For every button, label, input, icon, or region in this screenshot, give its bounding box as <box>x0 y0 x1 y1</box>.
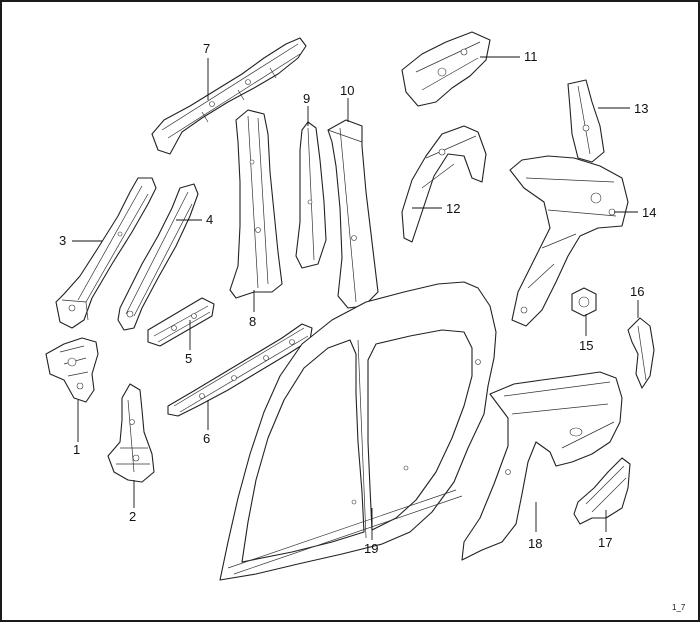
callout-2: 2 <box>129 480 136 524</box>
svg-text:15: 15 <box>579 338 593 353</box>
part-2-pillar-lower-reinforcement <box>107 383 155 483</box>
svg-text:4: 4 <box>206 212 213 227</box>
part-16-rear-end-bracket <box>627 317 655 389</box>
svg-text:16: 16 <box>630 284 644 299</box>
svg-text:9: 9 <box>303 91 310 106</box>
callout-5: 5 <box>185 320 192 366</box>
callout-8: 8 <box>249 290 256 329</box>
part-5-rocker-reinforcement <box>147 297 215 347</box>
svg-text:5: 5 <box>185 351 192 366</box>
part-14-quarter-inner-panel <box>509 155 629 327</box>
part-18-quarter-outer-panel <box>461 371 623 561</box>
svg-text:3: 3 <box>59 233 66 248</box>
svg-text:1: 1 <box>73 442 80 457</box>
callout-4: 4 <box>176 212 213 227</box>
part-9-center-pillar-reinforcement <box>295 121 327 269</box>
svg-text:2: 2 <box>129 509 136 524</box>
part-13-rear-pillar-reinforcement <box>567 79 605 163</box>
callout-13: 13 <box>598 101 648 116</box>
part-1-front-pillar-lower-bracket <box>45 337 99 403</box>
part-4-front-pillar-reinforcement <box>117 183 199 331</box>
part-17-rear-lower-extension <box>573 457 631 525</box>
svg-text:17: 17 <box>598 535 612 550</box>
part-3-front-pillar-inner <box>55 177 157 329</box>
callout-14: 14 <box>614 205 656 220</box>
svg-text:12: 12 <box>446 201 460 216</box>
callout-7: 7 <box>203 41 210 100</box>
part-11-rear-bracket <box>401 31 491 107</box>
part-15-fuel-filler-housing <box>571 287 597 317</box>
callout-15: 15 <box>579 314 593 353</box>
callout-12: 12 <box>412 201 460 216</box>
svg-text:14: 14 <box>642 205 656 220</box>
callout-19: 19 <box>364 508 378 556</box>
svg-text:19: 19 <box>364 541 378 556</box>
part-19-side-body-panel <box>219 281 497 581</box>
svg-text:18: 18 <box>528 536 542 551</box>
svg-text:6: 6 <box>203 431 210 446</box>
callout-18: 18 <box>528 502 542 551</box>
svg-text:7: 7 <box>203 41 210 56</box>
svg-text:13: 13 <box>634 101 648 116</box>
callout-11: 11 <box>480 49 538 64</box>
callout-3: 3 <box>59 233 102 248</box>
part-7-roof-side-rail <box>151 37 307 155</box>
callout-9: 9 <box>303 91 310 126</box>
part-8-center-pillar-inner <box>229 109 283 299</box>
callout-10: 10 <box>340 83 354 122</box>
callout-6: 6 <box>203 400 210 446</box>
part-10-center-pillar-outer <box>327 119 379 309</box>
callout-16: 16 <box>630 284 644 318</box>
callout-1: 1 <box>73 400 80 457</box>
callout-17: 17 <box>598 510 612 550</box>
reference-code: 1_7 <box>672 603 686 612</box>
svg-text:11: 11 <box>524 49 538 64</box>
part-12-rear-wheelhouse-inner <box>401 125 487 243</box>
svg-text:8: 8 <box>249 314 256 329</box>
svg-text:10: 10 <box>340 83 354 98</box>
